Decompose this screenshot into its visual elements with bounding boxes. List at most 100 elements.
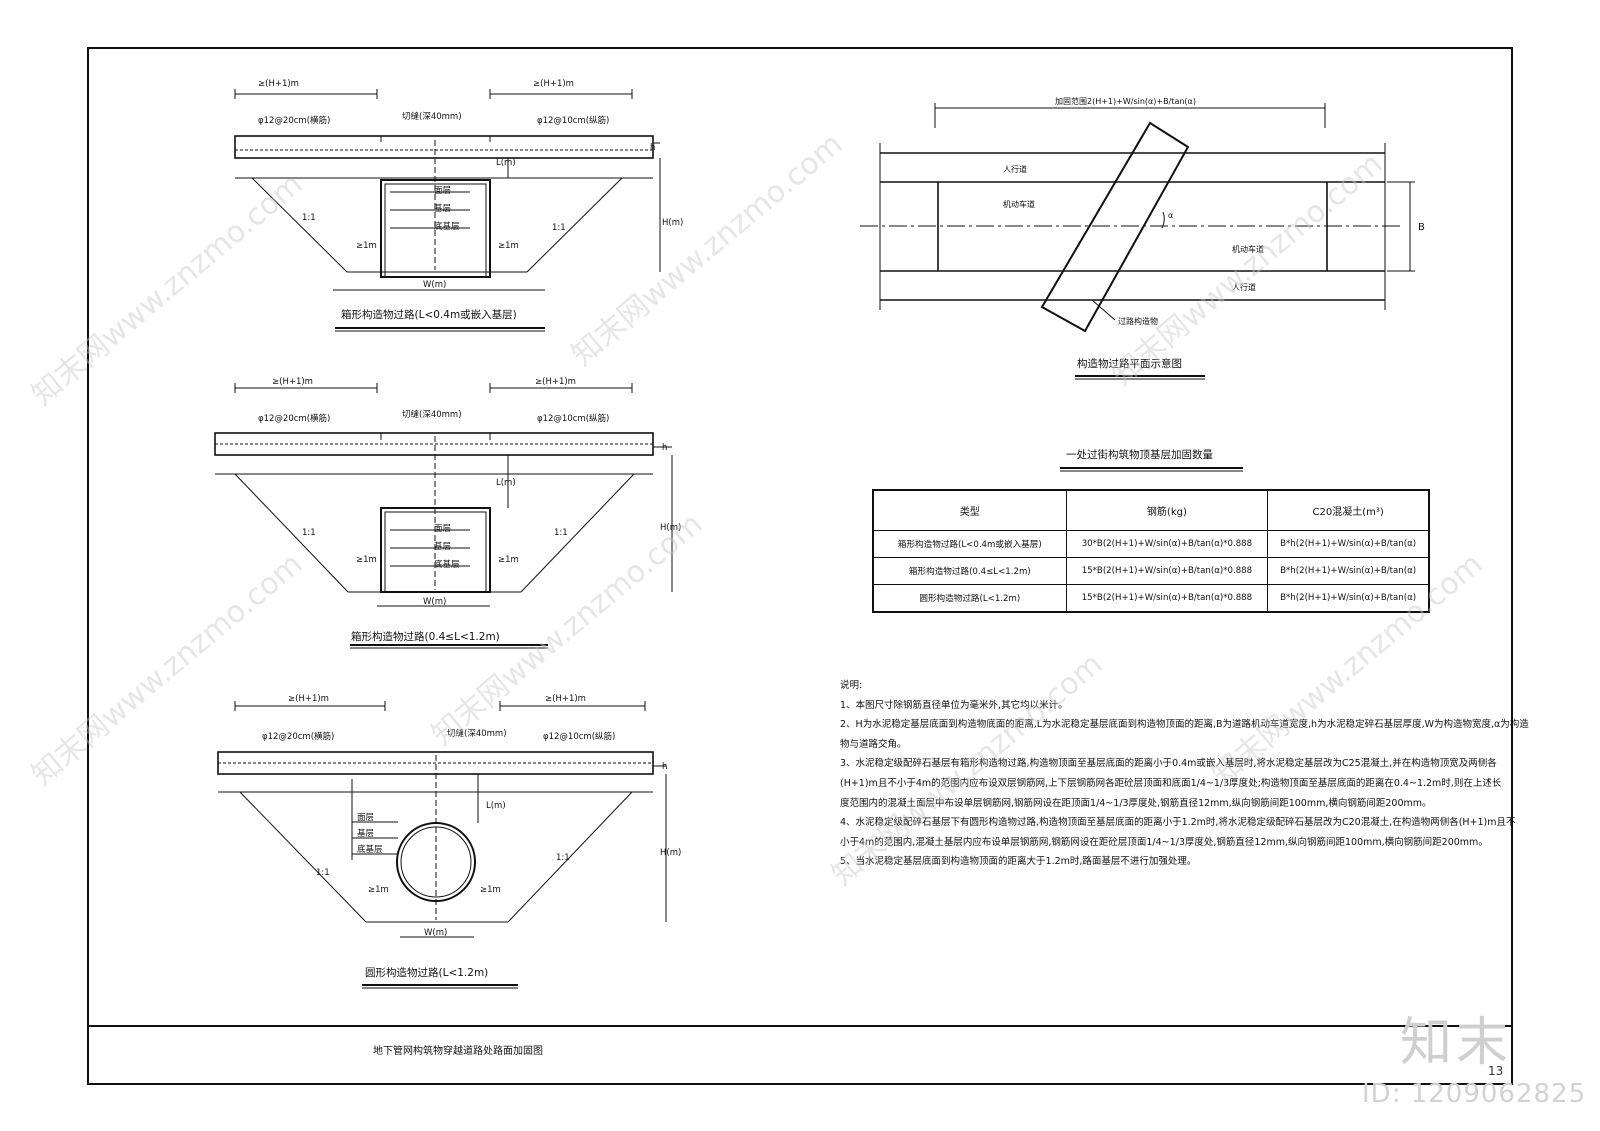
s1-cover: L(m) <box>496 158 516 168</box>
table-title: 一处过街构筑物顶基层加固数量 <box>1066 448 1213 461</box>
s1-dim-left: ≥(H+1)m <box>258 79 299 89</box>
s3-slope-right: 1:1 <box>556 853 570 863</box>
table-cell: 圆形构造物过路(L<1.2m) <box>872 584 1067 613</box>
note-line: 4、水泥稳定级配碎石基层下有圆形构造物过路,构造物顶面至基层底面的距离小于1.2… <box>840 817 1516 829</box>
note-line: 小于4m的范围内,混凝土基层内应布设单层钢筋网,钢筋网设在距砼层顶面1/4~1/… <box>840 836 1488 848</box>
s2-dim-right: ≥(H+1)m <box>535 377 576 387</box>
s2-offset-left: ≥1m <box>356 555 377 565</box>
s1-dim-right: ≥(H+1)m <box>533 79 574 89</box>
table-row: 箱形构造物过路(0.4≤L<1.2m) 15*B(2(H+1)+W/sin(α)… <box>872 557 1430 585</box>
note-line: 1、本图尺寸除钢筋直径单位为毫米外,其它均以米计。 <box>840 699 1068 711</box>
note-line: 2、H为水泥稳定基层底面到构造物底面的距离,L为水泥稳定基层底面到构造物顶面的距… <box>840 719 1529 731</box>
notes-block: 说明: 1、本图尺寸除钢筋直径单位为毫米外,其它均以米计。 2、H为水泥稳定基层… <box>840 676 1529 872</box>
table-cell: 15*B(2(H+1)+W/sin(α)+B/tan(α)*0.888 <box>1065 584 1269 613</box>
s3-caption: 圆形构造物过路(L<1.2m) <box>365 966 488 979</box>
s2-layer-1: 面层 <box>434 524 451 534</box>
s2-slope-left: 1:1 <box>302 528 316 538</box>
s1-width: W(m) <box>423 280 446 290</box>
s2-rebar-transverse: φ12@20cm(横筋) <box>258 413 330 424</box>
note-line: 3、水泥稳定级配碎石基层有箱形构造物过路,构造物顶面至基层底面的距离小于0.4m… <box>840 758 1497 770</box>
s3-cover: L(m) <box>486 801 506 811</box>
table-header-row: 类型 钢筋(kg) C20混凝土(m³) <box>872 489 1430 531</box>
s3-slope-left: 1:1 <box>316 868 330 878</box>
s3-thickness: h <box>662 762 667 772</box>
s2-layer-3: 底基层 <box>434 559 460 570</box>
s2-caption: 箱形构造物过路(0.4≤L<1.2m) <box>351 630 500 643</box>
s3-joint: 切缝(深40mm) <box>447 728 507 739</box>
s3-offset-right: ≥1m <box>480 885 501 895</box>
s1-offset-left: ≥1m <box>356 241 377 251</box>
table-header-type: 类型 <box>872 489 1067 531</box>
s2-layer-2: 基层 <box>434 541 451 552</box>
s1-offset-right: ≥1m <box>498 241 519 251</box>
s3-layer-3: 底基层 <box>357 844 383 855</box>
s3-dim-left: ≥(H+1)m <box>288 694 329 704</box>
plan-lane-bottom: 机动车道 <box>1232 244 1264 254</box>
s2-thickness: h <box>662 443 667 453</box>
table-row: 圆形构造物过路(L<1.2m) 15*B(2(H+1)+W/sin(α)+B/t… <box>872 584 1430 613</box>
table-row: 箱形构造物过路(L<0.4m或嵌入基层) 30*B(2(H+1)+W/sin(α… <box>872 530 1430 558</box>
s2-width: W(m) <box>423 597 446 607</box>
circle-section-labels: ≥(H+1)m ≥(H+1)m φ12@20cm(横筋) 切缝(深40mm) φ… <box>262 694 681 979</box>
plan-angle: α <box>1168 211 1173 220</box>
s2-slope-right: 1:1 <box>554 528 568 538</box>
s3-dim-right: ≥(H+1)m <box>545 694 586 704</box>
drawing-title: 地下管网构筑物穿越道路处路面加固图 <box>373 1046 543 1057</box>
s1-thickness: h <box>650 143 655 153</box>
s2-offset-right: ≥1m <box>498 555 519 565</box>
s3-layer-1: 面层 <box>357 813 374 823</box>
page-number: 13 <box>1488 1064 1504 1078</box>
table-cell: 箱形构造物过路(0.4≤L<1.2m) <box>872 557 1067 585</box>
table-cell: B*h(2(H+1)+W/sin(α)+B/tan(α) <box>1267 557 1430 585</box>
quantity-table: 类型 钢筋(kg) C20混凝土(m³) 箱形构造物过路(L<0.4m或嵌入基层… <box>872 489 1430 613</box>
note-line: 物与道路交角。 <box>840 738 907 750</box>
plan-caption: 构造物过路平面示意图 <box>1077 357 1182 370</box>
title-block: 地下管网构筑物穿越道路处路面加固图 13 <box>88 1026 1512 1084</box>
note-line: (H+1)m且不小于4m的范围内应布设双层钢筋网,上下层钢筋网各距砼层顶面和底面… <box>840 777 1502 789</box>
box-section-2-labels: ≥(H+1)m ≥(H+1)m φ12@20cm(横筋) 切缝(深40mm) φ… <box>258 377 681 643</box>
plan-width-label: B <box>1418 222 1425 233</box>
box-section-1 <box>234 89 661 332</box>
plan-lane-top: 机动车道 <box>1003 199 1035 209</box>
s3-offset-left: ≥1m <box>368 885 389 895</box>
note-line: 5、当水泥稳定基层底面到构造物顶面的距离大于1.2m时,路面基层不进行加强处理。 <box>840 856 1197 868</box>
box-section-1-labels: ≥(H+1)m ≥(H+1)m φ12@20cm(横筋) 切缝(深40mm) φ… <box>258 79 683 321</box>
circle-section <box>217 701 667 989</box>
plan-view <box>860 103 1415 472</box>
s1-rebar-transverse: φ12@20cm(横筋) <box>258 115 330 126</box>
s1-caption: 箱形构造物过路(L<0.4m或嵌入基层) <box>341 308 517 321</box>
box-section-2 <box>214 383 673 649</box>
note-line: 度范围内的混凝土面层中布设单层钢筋网,钢筋网设在距顶面1/4~1/3厚度处,钢筋… <box>840 797 1432 809</box>
plan-range-label: 加固范围2(H+1)+W/sin(α)+B/tan(α) <box>1055 96 1196 106</box>
s2-cover: L(m) <box>496 478 516 488</box>
table-cell: B*h(2(H+1)+W/sin(α)+B/tan(α) <box>1267 584 1430 613</box>
watermark-logo: 知末 <box>1400 1013 1513 1073</box>
table-cell: 30*B(2(H+1)+W/sin(α)+B/tan(α)*0.888 <box>1065 530 1269 558</box>
notes-heading: 说明: <box>840 680 863 691</box>
s3-rebar-longitudinal: φ12@10cm(纵筋) <box>543 731 615 742</box>
plan-sidewalk-bottom: 人行道 <box>1232 282 1256 292</box>
s1-layer-3: 底基层 <box>434 221 460 232</box>
table-header-concrete: C20混凝土(m³) <box>1267 489 1430 531</box>
table-cell: B*h(2(H+1)+W/sin(α)+B/tan(α) <box>1267 530 1430 558</box>
s2-height: H(m) <box>660 523 681 533</box>
s3-layer-2: 基层 <box>357 828 374 839</box>
plan-structure: 过路构造物 <box>1118 316 1158 326</box>
table-header-rebar: 钢筋(kg) <box>1065 489 1269 531</box>
s3-rebar-transverse: φ12@20cm(横筋) <box>262 731 334 742</box>
s2-rebar-longitudinal: φ12@10cm(纵筋) <box>537 413 609 424</box>
s1-joint: 切缝(深40mm) <box>402 111 462 122</box>
s1-slope-left: 1:1 <box>302 213 316 223</box>
sheet-frame <box>87 47 1513 1085</box>
table-cell: 箱形构造物过路(L<0.4m或嵌入基层) <box>872 530 1067 558</box>
watermark-id: ID: 1209062825 <box>1362 1079 1587 1109</box>
s1-layer-1: 面层 <box>434 186 451 196</box>
s3-width: W(m) <box>424 928 447 938</box>
s3-height: H(m) <box>660 848 681 858</box>
s1-height: H(m) <box>662 218 683 228</box>
s2-joint: 切缝(深40mm) <box>402 409 462 420</box>
plan-sidewalk-top: 人行道 <box>1003 164 1027 174</box>
s1-slope-right: 1:1 <box>552 223 566 233</box>
s2-dim-left: ≥(H+1)m <box>272 377 313 387</box>
